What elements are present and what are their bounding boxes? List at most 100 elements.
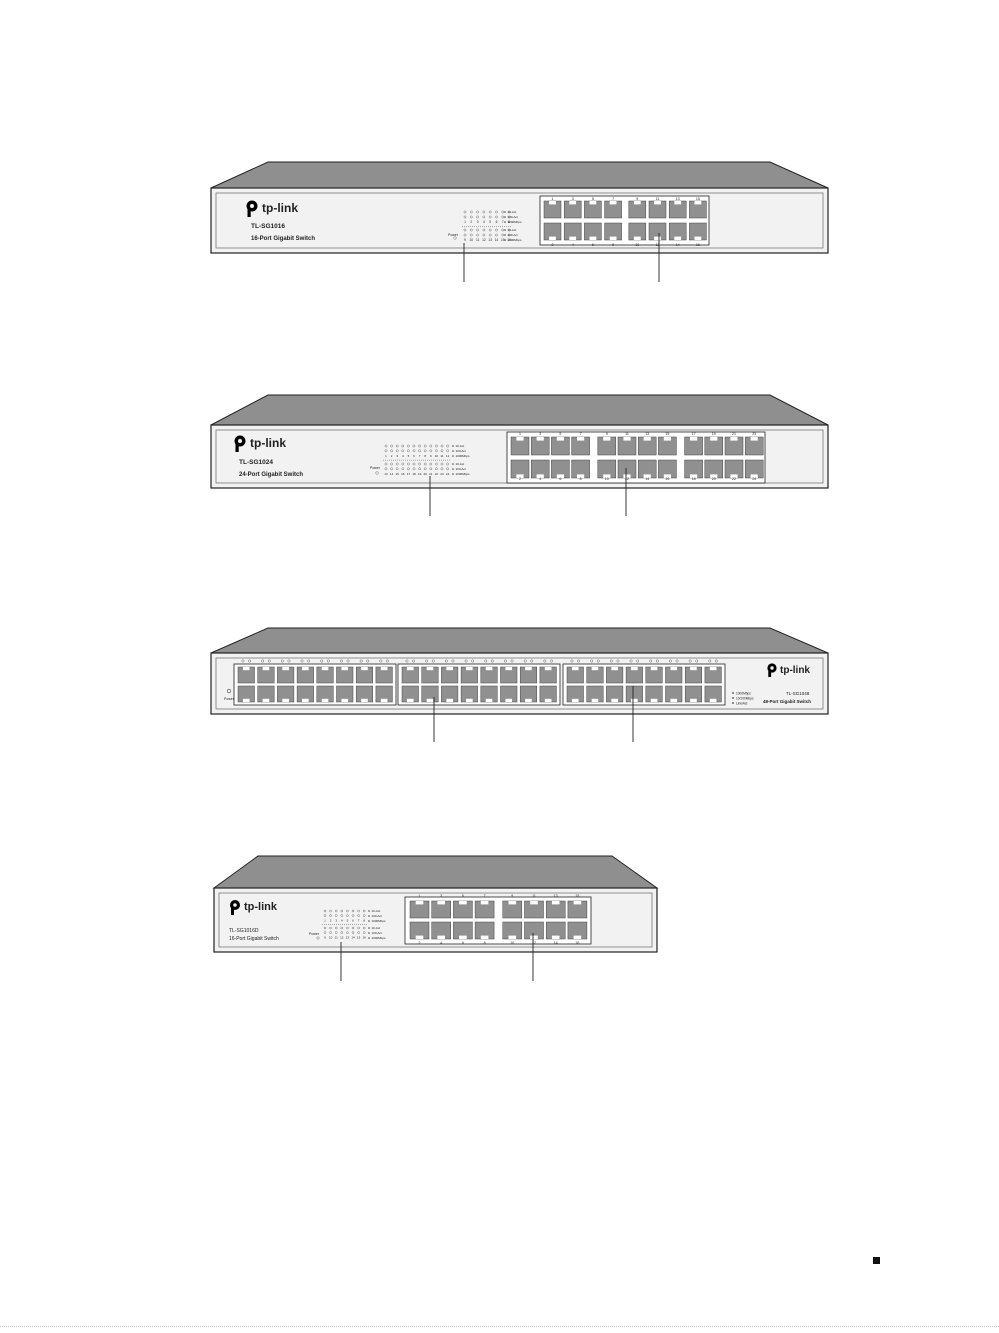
led-legend: 10-Act100-Act1000Mbps10-Act100-Act1000Mb… bbox=[504, 210, 522, 242]
led-indicator bbox=[435, 444, 438, 448]
port-number-top: 15 bbox=[665, 432, 669, 436]
led-indicator bbox=[401, 449, 405, 453]
led-indicator bbox=[323, 931, 327, 934]
led-indicator bbox=[570, 659, 574, 663]
legend-led bbox=[504, 221, 506, 223]
port-notch bbox=[690, 667, 697, 671]
led-indicator bbox=[390, 444, 393, 448]
led-legend: 10-Act100-Act1000Mbps10-Act100-Act1000Mb… bbox=[368, 909, 386, 940]
led-port-number: 14 bbox=[495, 238, 499, 242]
led-indicator bbox=[418, 449, 421, 453]
led-port-number: 11 bbox=[440, 454, 443, 458]
brand-name: tp-link bbox=[780, 665, 810, 676]
legend-led bbox=[504, 239, 506, 241]
led-port-number: 2 bbox=[470, 220, 472, 224]
led-indicator bbox=[471, 659, 475, 663]
page-marker bbox=[873, 1257, 880, 1264]
led-indicator bbox=[340, 909, 343, 913]
led-port-number: 13 bbox=[346, 935, 350, 939]
port-notch bbox=[466, 698, 473, 702]
port-notch bbox=[609, 236, 617, 240]
port-number-bottom: 24 bbox=[752, 477, 756, 481]
port-number-top: 7 bbox=[580, 432, 582, 436]
led-indicator bbox=[446, 467, 449, 471]
port-notch bbox=[242, 698, 250, 702]
port-number-bottom: 22 bbox=[732, 477, 736, 481]
led-port-number: 7 bbox=[502, 220, 504, 224]
led-indicator bbox=[346, 926, 349, 930]
led-indicator bbox=[395, 467, 399, 471]
port-notch bbox=[573, 935, 582, 939]
panel-bezel bbox=[215, 657, 824, 710]
port-notch bbox=[709, 667, 717, 671]
port-grid bbox=[543, 200, 707, 241]
led-port-number: 6 bbox=[413, 454, 415, 458]
led-indicator bbox=[390, 467, 393, 471]
led-indicator bbox=[429, 462, 433, 466]
led-port-number: 4 bbox=[341, 918, 343, 922]
led-port-number: 14 bbox=[390, 472, 394, 476]
led-indicator bbox=[357, 926, 360, 930]
port-notch bbox=[341, 698, 349, 702]
power-led bbox=[375, 471, 379, 475]
legend-item: 1000Mbps bbox=[508, 238, 523, 242]
port-notch bbox=[730, 474, 738, 478]
rj45-port bbox=[510, 436, 530, 456]
port-notch bbox=[446, 667, 453, 671]
power-led bbox=[453, 236, 457, 240]
rj45-port bbox=[375, 666, 393, 684]
led-port-number: 5 bbox=[347, 918, 349, 922]
port-notch bbox=[750, 437, 758, 441]
rj45-port bbox=[500, 685, 518, 703]
rj45-port bbox=[277, 685, 295, 703]
rj45-port bbox=[316, 666, 334, 684]
led-indicator bbox=[463, 215, 467, 219]
port-notch bbox=[589, 201, 597, 205]
legend-item: 10-Act bbox=[456, 444, 465, 448]
port-notch bbox=[730, 437, 738, 441]
led-indicator bbox=[440, 462, 444, 466]
power-led bbox=[316, 936, 320, 940]
port-number-top: 17 bbox=[692, 432, 696, 436]
led-port-number: 5 bbox=[408, 454, 410, 458]
port-number-top: 11 bbox=[656, 197, 660, 201]
led-indicator bbox=[323, 914, 327, 917]
led-indicator bbox=[335, 909, 338, 913]
tp-link-logo: tp-link bbox=[246, 200, 298, 217]
led-indicator bbox=[363, 909, 366, 913]
legend-item: 1000Mbps bbox=[736, 691, 751, 695]
port-notch bbox=[603, 437, 611, 441]
port-notch bbox=[406, 667, 414, 671]
legend-led bbox=[452, 445, 454, 447]
rj45-port bbox=[617, 436, 637, 456]
port-notch bbox=[571, 667, 579, 671]
led-indicator bbox=[429, 444, 433, 448]
port-number-bottom: 6 bbox=[462, 941, 464, 945]
rj45-port bbox=[336, 685, 354, 703]
led-indicator bbox=[401, 444, 405, 448]
led-indicator bbox=[351, 926, 355, 930]
rj45-port bbox=[543, 222, 562, 241]
rj45-port bbox=[401, 685, 419, 703]
led-port-number: 13 bbox=[384, 472, 388, 476]
port-number-top: 11 bbox=[532, 894, 536, 898]
rj45-port bbox=[539, 685, 557, 703]
led-indicator bbox=[501, 215, 505, 219]
legend-item: 10-Act bbox=[456, 462, 465, 466]
rj45-port bbox=[431, 900, 451, 919]
led-indicator bbox=[363, 931, 366, 934]
led-indicator bbox=[425, 659, 429, 663]
rj45-port bbox=[453, 921, 473, 940]
rj45-port bbox=[724, 459, 744, 479]
led-indicator bbox=[405, 659, 409, 663]
led-indicator bbox=[616, 659, 620, 663]
led-indicator bbox=[446, 444, 449, 448]
port-number-bottom: 2 bbox=[519, 477, 521, 481]
power-led bbox=[226, 688, 232, 694]
led-indicator bbox=[340, 659, 343, 663]
led-port-number: 10 bbox=[329, 935, 333, 939]
power-label: Power bbox=[448, 233, 459, 237]
port-number-bottom: 14 bbox=[554, 941, 558, 945]
led-indicator bbox=[463, 233, 467, 237]
